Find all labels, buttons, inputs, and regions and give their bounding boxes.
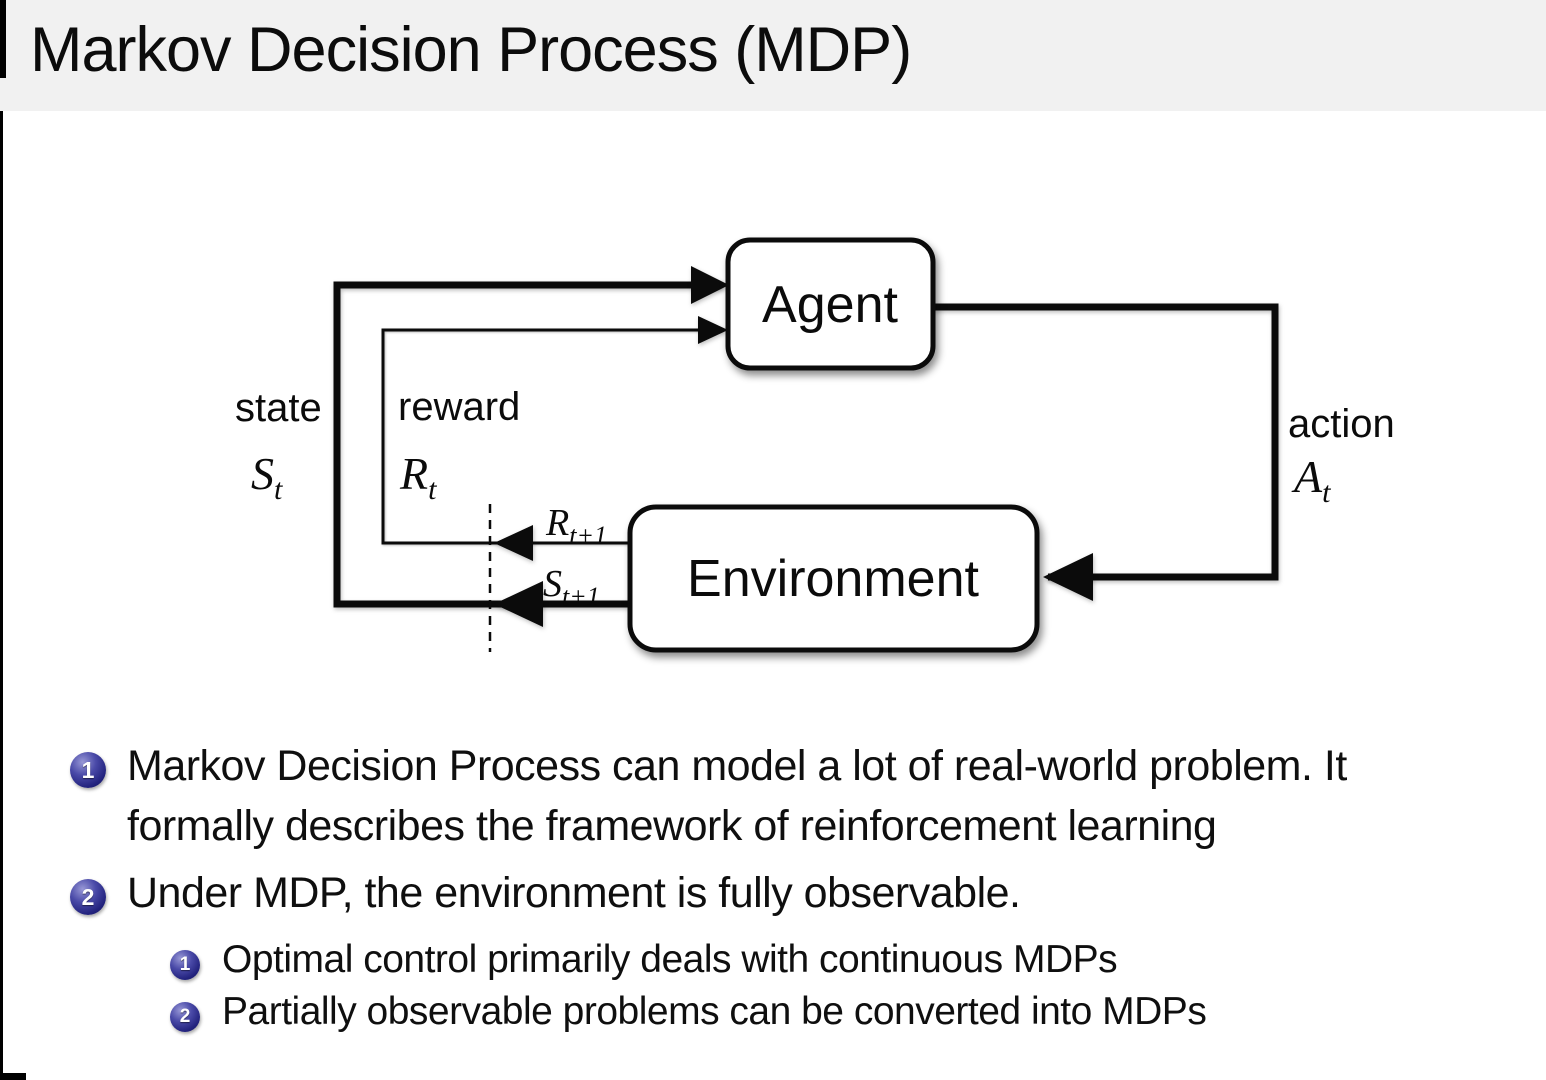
left-edge-border bbox=[0, 0, 3, 1080]
agent-box bbox=[725, 237, 936, 371]
state-into-agent-arrowhead bbox=[691, 266, 729, 304]
environment-label: Environment bbox=[687, 550, 979, 608]
next-reward-symbol: Rt+1 bbox=[545, 502, 607, 550]
state-symbol: St bbox=[251, 448, 283, 506]
action-label: action bbox=[1288, 402, 1395, 446]
action-into-environment-arrowhead bbox=[1043, 553, 1093, 601]
bottom-left-notch bbox=[0, 1073, 26, 1080]
action-line bbox=[933, 303, 1279, 581]
state-label: state bbox=[235, 386, 322, 430]
bullet-1-marker: 1 bbox=[70, 752, 106, 788]
reward-label: reward bbox=[398, 385, 520, 429]
sub-bullet-1-text: Optimal control primarily deals with con… bbox=[222, 938, 1118, 981]
top-left-notch bbox=[0, 0, 6, 78]
next-state-arrowhead bbox=[494, 581, 543, 627]
agent-label: Agent bbox=[762, 276, 898, 334]
sub-bullet-2-text: Partially observable problems can be con… bbox=[222, 990, 1207, 1033]
bullet-1-line-1: Markov Decision Process can model a lot … bbox=[127, 742, 1347, 790]
state-line bbox=[333, 281, 722, 608]
reward-symbol: Rt bbox=[399, 448, 437, 506]
sub-bullet-2-marker: 2 bbox=[170, 1002, 200, 1032]
environment-box bbox=[627, 504, 1040, 653]
sub-bullet-1-marker: 1 bbox=[170, 950, 200, 980]
action-symbol: At bbox=[1291, 451, 1331, 509]
bullet-2-text: Under MDP, the environment is fully obse… bbox=[127, 869, 1021, 917]
title-bar: Markov Decision Process (MDP) bbox=[0, 0, 1546, 111]
bullet-2-marker: 2 bbox=[70, 879, 106, 915]
next-reward-arrowhead bbox=[494, 525, 533, 561]
slide-title: Markov Decision Process (MDP) bbox=[30, 15, 912, 85]
next-state-symbol: St+1 bbox=[543, 563, 600, 611]
reward-into-agent-arrowhead bbox=[698, 316, 728, 344]
bullet-1-line-2: formally describes the framework of rein… bbox=[127, 802, 1217, 850]
